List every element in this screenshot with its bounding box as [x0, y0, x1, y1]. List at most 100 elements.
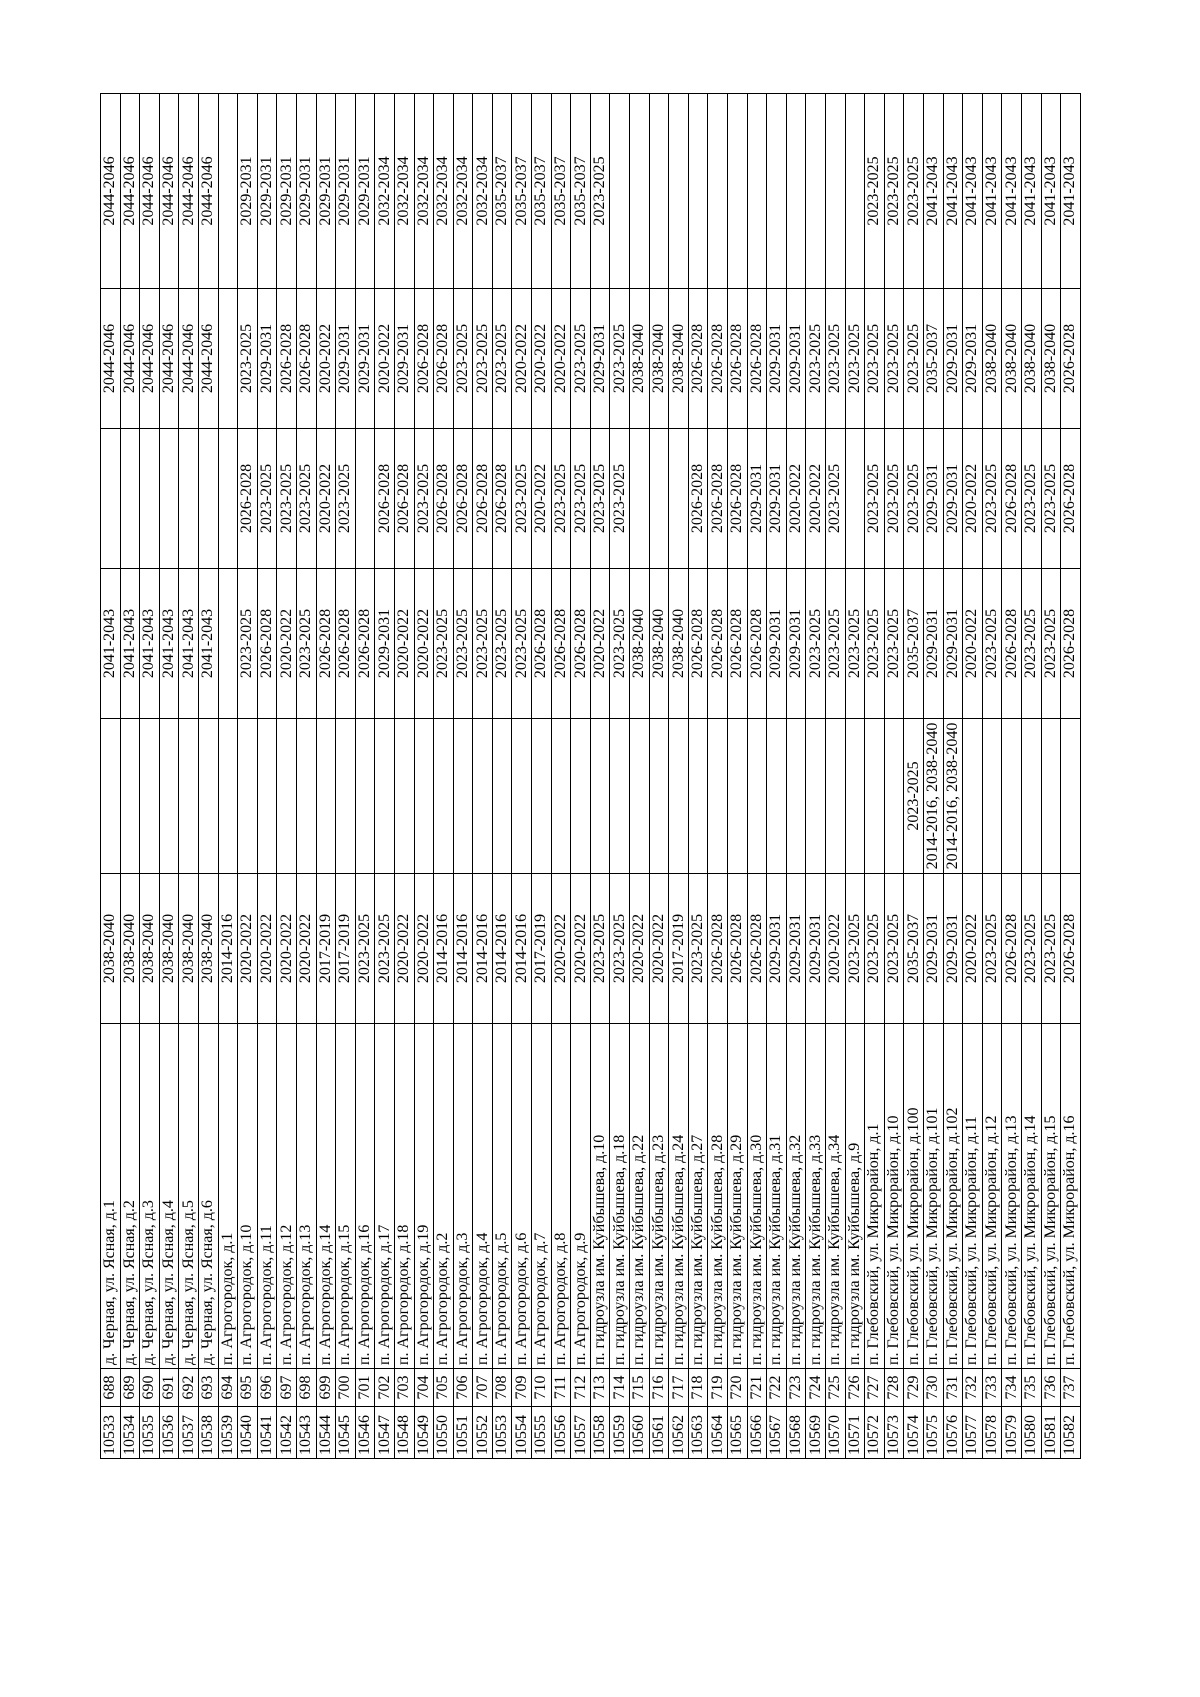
- cell-id: 10574: [903, 1406, 924, 1459]
- cell-number: 716: [649, 1368, 669, 1407]
- cell-period-1: 2023-2025: [864, 873, 885, 1024]
- cell-period-6: 2044-2046: [159, 93, 179, 289]
- cell-period-6: [649, 93, 669, 289]
- cell-id: 10560: [629, 1406, 650, 1459]
- cell-period-1: 2038-2040: [120, 873, 140, 1024]
- cell-period-6: [825, 93, 846, 289]
- cell-period-6: 2029-2031: [316, 93, 336, 289]
- cell-address: п. Агрогородок, д.7: [531, 1023, 552, 1369]
- cell-number: 725: [825, 1368, 846, 1407]
- cell-period-5: 2020-2022: [511, 288, 532, 429]
- cell-period-5: 2023-2025: [237, 288, 258, 429]
- cell-period-2: [296, 718, 317, 874]
- cell-period-2: [237, 718, 258, 874]
- cell-period-1: 2017-2019: [668, 873, 689, 1024]
- cell-number: 708: [492, 1368, 512, 1407]
- cell-number: 736: [1041, 1368, 1061, 1407]
- cell-address: п. Агрогородок, д.5: [492, 1023, 512, 1369]
- cell-period-4: 2023-2025: [590, 428, 610, 569]
- cell-period-5: 2026-2028: [414, 288, 434, 429]
- cell-period-5: 2023-2025: [609, 288, 630, 429]
- cell-number: 728: [884, 1368, 904, 1407]
- cell-period-3: 2023-2025: [433, 568, 454, 719]
- cell-period-1: 2014-2016: [492, 873, 512, 1024]
- cell-period-4: 2026-2028: [433, 428, 454, 569]
- cell-period-2: [178, 718, 199, 874]
- cell-address: п. гидроузла им. Куйбышева, д.31: [766, 1023, 787, 1369]
- cell-period-5: 2026-2028: [433, 288, 454, 429]
- cell-period-6: 2035-2037: [531, 93, 552, 289]
- cell-period-2: [551, 718, 571, 874]
- cell-period-2: [492, 718, 512, 874]
- cell-period-5: 2035-2037: [923, 288, 944, 429]
- cell-address: п. Агрогородок, д.15: [335, 1023, 356, 1369]
- cell-period-2: [805, 718, 826, 874]
- cell-period-4: 2023-2025: [511, 428, 532, 569]
- cell-period-5: 2026-2028: [276, 288, 297, 429]
- cell-address: п. Агрогородок, д.16: [355, 1023, 375, 1369]
- cell-period-4: 2026-2028: [707, 428, 728, 569]
- cell-period-4: 2023-2025: [296, 428, 317, 569]
- cell-period-3: 2026-2028: [551, 568, 571, 719]
- cell-period-4: 2026-2028: [394, 428, 414, 569]
- cell-period-4: [178, 428, 199, 569]
- cell-period-3: 2023-2025: [453, 568, 473, 719]
- cell-period-5: 2023-2025: [825, 288, 846, 429]
- cell-period-4: 2029-2031: [747, 428, 767, 569]
- cell-period-6: 2044-2046: [178, 93, 199, 289]
- cell-period-6: 2032-2034: [433, 93, 454, 289]
- cell-number: 735: [1021, 1368, 1041, 1407]
- cell-number: 730: [923, 1368, 944, 1407]
- cell-period-1: 2029-2031: [943, 873, 963, 1024]
- cell-period-1: 2023-2025: [590, 873, 610, 1024]
- cell-period-3: 2038-2040: [629, 568, 650, 719]
- cell-period-4: 2023-2025: [609, 428, 630, 569]
- cell-period-5: 2038-2040: [1001, 288, 1022, 429]
- cell-period-2: [511, 718, 532, 874]
- cell-period-4: 2029-2031: [943, 428, 963, 569]
- cell-address: п. Глебовский, ул. Микрорайон, д.11: [962, 1023, 983, 1369]
- cell-id: 10538: [198, 1406, 219, 1459]
- cell-period-5: 2044-2046: [120, 288, 140, 429]
- cell-period-6: 2041-2043: [1041, 93, 1061, 289]
- cell-period-4: 2029-2031: [923, 428, 944, 569]
- cell-id: 10540: [237, 1406, 258, 1459]
- cell-period-1: 2038-2040: [100, 873, 121, 1024]
- cell-number: 703: [394, 1368, 414, 1407]
- cell-number: 722: [766, 1368, 787, 1407]
- cell-period-2: [590, 718, 610, 874]
- cell-period-2: [727, 718, 748, 874]
- cell-period-6: 2035-2037: [570, 93, 591, 289]
- cell-id: 10542: [276, 1406, 297, 1459]
- cell-address: п. гидроузла им. Куйбышева, д.34: [825, 1023, 846, 1369]
- cell-address: п. гидроузла им. Куйбышева, д.23: [649, 1023, 669, 1369]
- cell-address: п. Агрогородок, д.12: [276, 1023, 297, 1369]
- cell-period-4: 2020-2022: [805, 428, 826, 569]
- cell-id: 10561: [649, 1406, 669, 1459]
- cell-period-3: 2023-2025: [982, 568, 1002, 719]
- cell-period-1: 2020-2022: [257, 873, 277, 1024]
- cell-period-4: 2023-2025: [982, 428, 1002, 569]
- cell-address: д. Черная, ул. Ясная, д.2: [120, 1023, 140, 1369]
- cell-period-1: 2014-2016: [453, 873, 473, 1024]
- cell-period-3: 2023-2025: [609, 568, 630, 719]
- cell-number: 726: [845, 1368, 865, 1407]
- cell-period-2: [218, 718, 238, 874]
- cell-period-6: 2029-2031: [237, 93, 258, 289]
- cell-period-2: [139, 718, 160, 874]
- cell-period-4: 2023-2025: [335, 428, 356, 569]
- cell-period-5: 2023-2025: [884, 288, 904, 429]
- cell-id: 10558: [590, 1406, 610, 1459]
- cell-number: 711: [551, 1368, 571, 1407]
